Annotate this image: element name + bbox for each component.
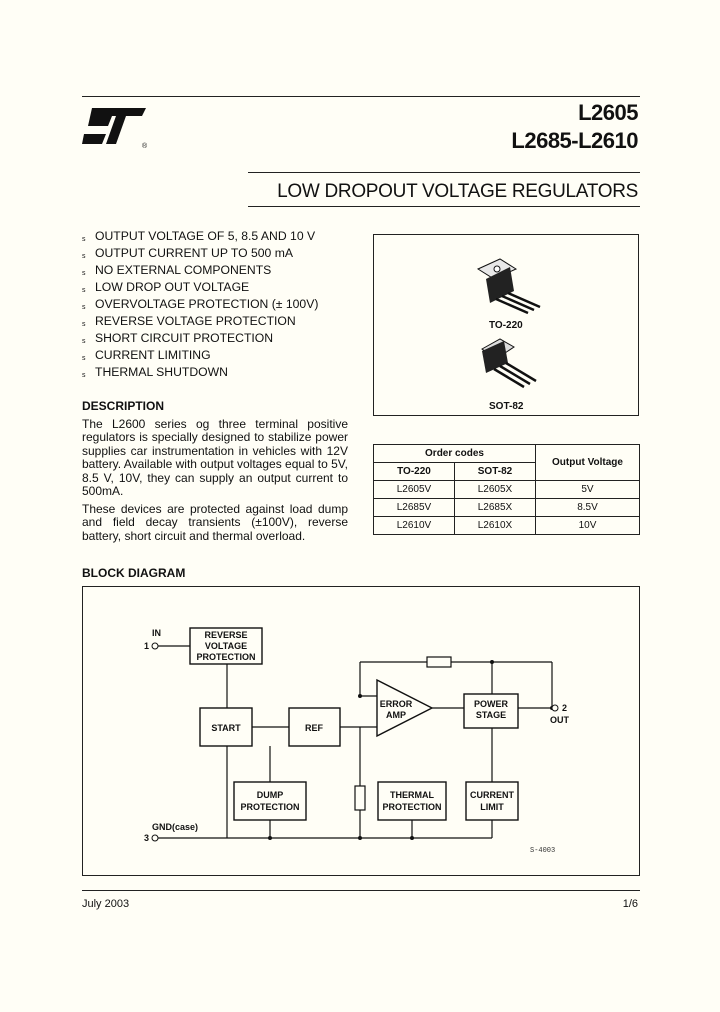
bullet-icon: s: [82, 321, 86, 328]
thermal-label-1: THERMAL: [390, 790, 434, 800]
part-number-primary: L2605: [578, 100, 638, 125]
block-diagram: REVERSE VOLTAGE PROTECTION START REF ERR…: [144, 627, 570, 855]
rev-label-3: PROTECTION: [196, 652, 255, 662]
dump-label-1: DUMP: [257, 790, 284, 800]
divider-resistor-icon: [354, 785, 366, 811]
table-row: L2610V L2610X 10V: [373, 516, 640, 535]
svg-text:®: ®: [142, 142, 148, 150]
bullet-icon: s: [82, 355, 86, 362]
bullet-icon: s: [82, 236, 86, 243]
current-limit-block: [465, 781, 519, 821]
table-row: L2685V L2685X 8.5V: [373, 498, 640, 517]
thermal-label-2: PROTECTION: [382, 802, 441, 812]
feedback-resistor-icon: [426, 656, 452, 668]
to220-package-icon: [476, 258, 541, 315]
gnd-label: GND(case): [152, 822, 198, 832]
current-limit-label-2: LIMIT: [480, 802, 504, 812]
drawing-code: S-4003: [530, 847, 555, 855]
ref-block: [288, 707, 341, 747]
pin-in-icon: [151, 642, 159, 650]
footer-date: July 2003: [82, 898, 130, 910]
package-label-to220: TO-220: [489, 320, 523, 331]
current-limit-label-1: CURRENT: [470, 790, 515, 800]
bullet-icon: s: [82, 253, 86, 260]
package-box: TO-220 SOT-82: [373, 234, 639, 416]
st-logo: ®: [82, 108, 148, 150]
block-diagram-heading: BLOCK DIAGRAM: [82, 566, 186, 580]
subtitle-top-rule: [248, 172, 640, 173]
document-subtitle: LOW DROPOUT VOLTAGE REGULATORS: [277, 181, 638, 202]
bullet-icon: s: [82, 270, 86, 277]
header-top-rule: [82, 96, 640, 97]
error-amp-label-1: ERROR: [380, 699, 413, 709]
package-label-sot82: SOT-82: [489, 401, 524, 412]
error-amp-label-2: AMP: [386, 710, 406, 720]
table-header-output-voltage: Output Voltage: [535, 444, 640, 481]
bullet-icon: s: [82, 338, 86, 345]
sot82-package-icon: [481, 338, 537, 389]
table-header-order-codes: Order codes: [373, 444, 536, 463]
table-header-to220: TO-220: [373, 462, 455, 481]
power-stage-label-1: POWER: [474, 699, 509, 709]
start-block: [199, 707, 253, 747]
description-paragraph-1: The L2600 series og three terminal posit…: [82, 417, 348, 499]
table-header-sot82: SOT-82: [454, 462, 536, 481]
gnd-pin-number: 3: [144, 833, 149, 843]
error-amp-block: [376, 678, 434, 738]
description-paragraph-2: These devices are protected against load…: [82, 502, 348, 543]
part-number-secondary: L2685-L2610: [511, 128, 638, 153]
table-row: L2605V L2605X 5V: [373, 480, 640, 499]
dump-label-2: PROTECTION: [240, 802, 299, 812]
rev-label-1: REVERSE: [204, 630, 247, 640]
thermal-protection-block: [377, 781, 447, 821]
power-stage-label-2: STAGE: [476, 710, 506, 720]
pin-out-icon: [551, 704, 559, 712]
ref-label: REF: [305, 723, 324, 733]
block-diagram-frame: REVERSE VOLTAGE PROTECTION START REF ERR…: [82, 586, 640, 876]
in-label: IN: [152, 628, 161, 638]
bullet-icon: s: [82, 304, 86, 311]
bullet-icon: s: [82, 372, 86, 379]
order-codes-table: Order codes Output Voltage TO-220 SOT-82…: [373, 444, 640, 535]
power-stage-block: [463, 693, 519, 729]
subtitle-bottom-rule: [248, 206, 640, 207]
bullet-icon: s: [82, 287, 86, 294]
out-pin-number: 2: [562, 703, 567, 713]
description-heading: DESCRIPTION: [82, 399, 165, 413]
out-label: OUT: [550, 715, 570, 725]
footer-page-number: 1/6: [622, 898, 638, 910]
dump-protection-block: [233, 781, 307, 821]
footer-rule: [82, 890, 640, 891]
in-pin-number: 1: [144, 641, 149, 651]
rev-label-2: VOLTAGE: [205, 641, 247, 651]
start-label: START: [211, 723, 241, 733]
reverse-voltage-protection-block: [189, 627, 263, 665]
pin-gnd-icon: [151, 834, 159, 842]
